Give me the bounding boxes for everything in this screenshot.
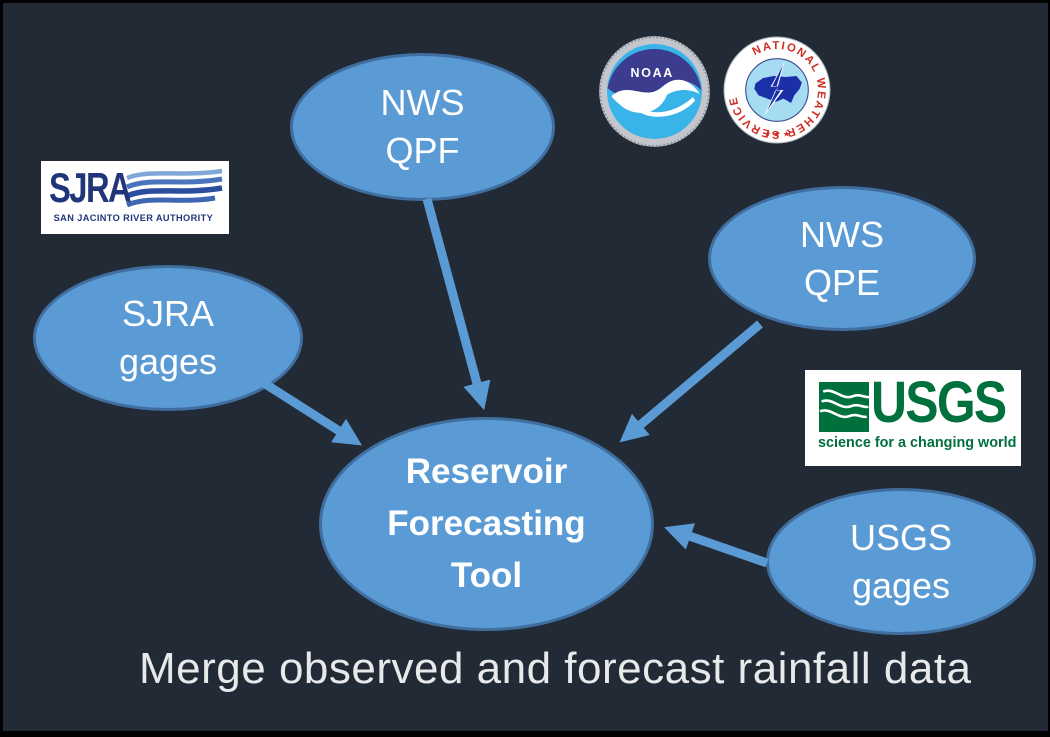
node-sjra-gages: SJRA gages xyxy=(33,265,303,411)
node-line: Tool xyxy=(450,556,523,595)
sjra-logo-tagline: SAN JACINTO RIVER AUTHORITY xyxy=(53,213,214,224)
node-reservoir-forecasting-tool: Reservoir Forecasting Tool xyxy=(319,417,654,631)
arrow-qpf-to-tool xyxy=(422,197,491,411)
usgs-logo: USGS science for a changing world xyxy=(805,370,1021,466)
sjra-waves-icon xyxy=(125,168,223,208)
node-line: QPF xyxy=(385,130,460,171)
sjra-logo: SJRA SAN JACINTO RIVER AUTHORITY xyxy=(41,161,229,234)
arrow-usgs-to-tool xyxy=(664,523,769,568)
node-line: gages xyxy=(118,341,218,382)
node-line: gages xyxy=(851,564,951,606)
arrow-qpe-to-tool xyxy=(619,320,763,443)
node-line: NWS xyxy=(380,82,465,123)
node-line: QPE xyxy=(803,261,881,303)
node-usgs-gages: USGS gages xyxy=(766,488,1036,635)
sjra-logo-text: SJRA xyxy=(49,164,132,211)
caption-text: Merge observed and forecast rainfall dat… xyxy=(139,644,972,693)
node-line: SJRA xyxy=(121,293,215,334)
usgs-logo-tagline: science for a changing world xyxy=(818,434,1017,451)
usgs-waves-icon xyxy=(819,382,869,432)
node-nws-qpf: NWS QPF xyxy=(290,53,555,201)
node-line: NWS xyxy=(800,213,884,255)
noaa-logo-icon: NOAA xyxy=(599,36,710,147)
noaa-logo-text: NOAA xyxy=(631,66,674,80)
sjra-logo-row: SJRA xyxy=(49,166,223,210)
node-line: USGS xyxy=(849,516,953,558)
node-nws-qpe: NWS QPE xyxy=(708,186,976,331)
nws-stars: ★ ★ ★ xyxy=(764,129,790,138)
usgs-logo-text: USGS xyxy=(871,370,1007,435)
nws-logo-icon: NATIONAL WEATHER SERVICE ★ ★ ★ xyxy=(723,36,831,144)
node-line: Forecasting xyxy=(387,504,586,543)
arrow-sjra-to-tool xyxy=(256,376,363,446)
node-line: Reservoir xyxy=(405,452,568,491)
